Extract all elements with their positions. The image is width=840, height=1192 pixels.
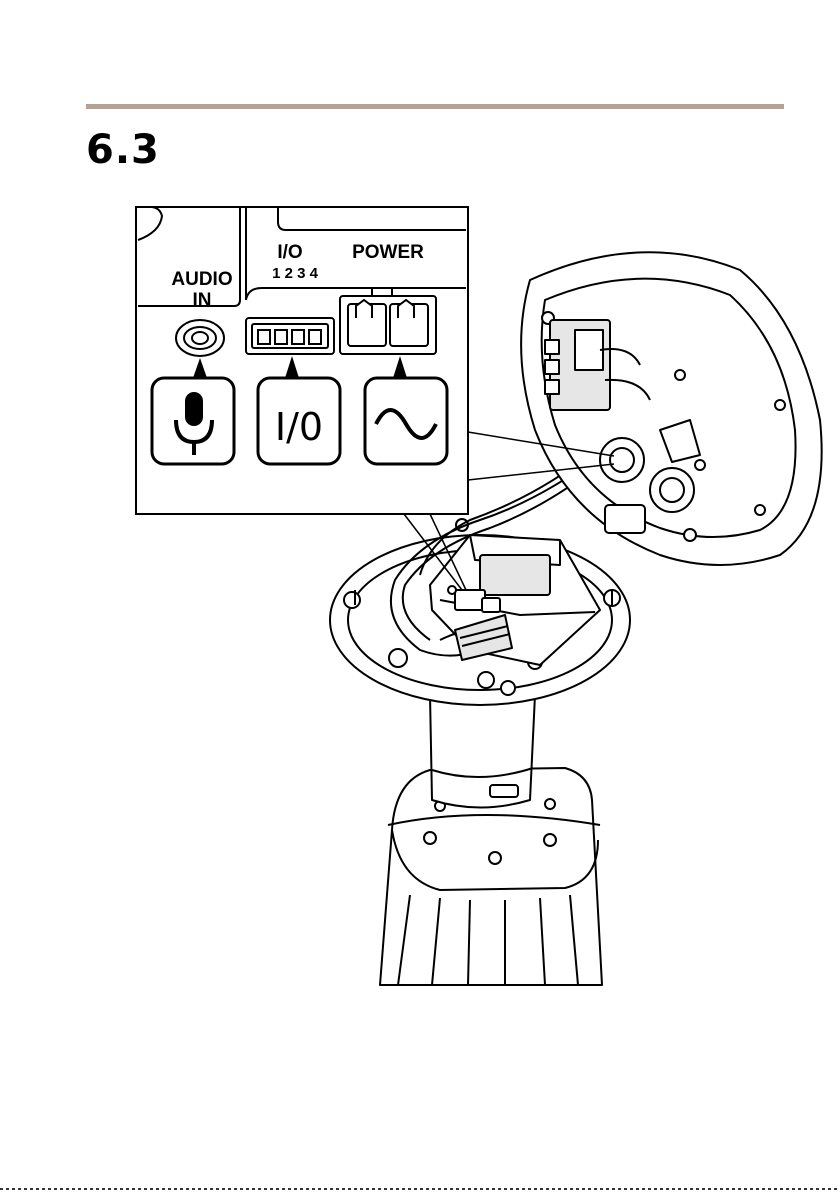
audio-label-line2: IN bbox=[193, 290, 212, 311]
io-icon-text: I/0 bbox=[275, 405, 323, 449]
audio-label-line1: AUDIO bbox=[171, 269, 232, 290]
power-label: POWER bbox=[352, 242, 424, 263]
io-label: I/O bbox=[277, 242, 302, 263]
power-connector bbox=[340, 288, 436, 354]
io-icon: I/0 bbox=[258, 378, 340, 464]
ac-wave-icon bbox=[365, 378, 447, 464]
neck-tube bbox=[430, 695, 535, 808]
io-terminal-block bbox=[246, 318, 334, 354]
callout-panel: AUDIO IN I/O 1 2 3 4 POWER bbox=[136, 207, 468, 514]
io-pin-numbers: 1 2 3 4 bbox=[272, 265, 319, 282]
microphone-icon bbox=[152, 378, 234, 464]
junction-box bbox=[521, 252, 822, 565]
audio-jack bbox=[176, 320, 224, 356]
page-bottom-edge bbox=[0, 1188, 840, 1190]
